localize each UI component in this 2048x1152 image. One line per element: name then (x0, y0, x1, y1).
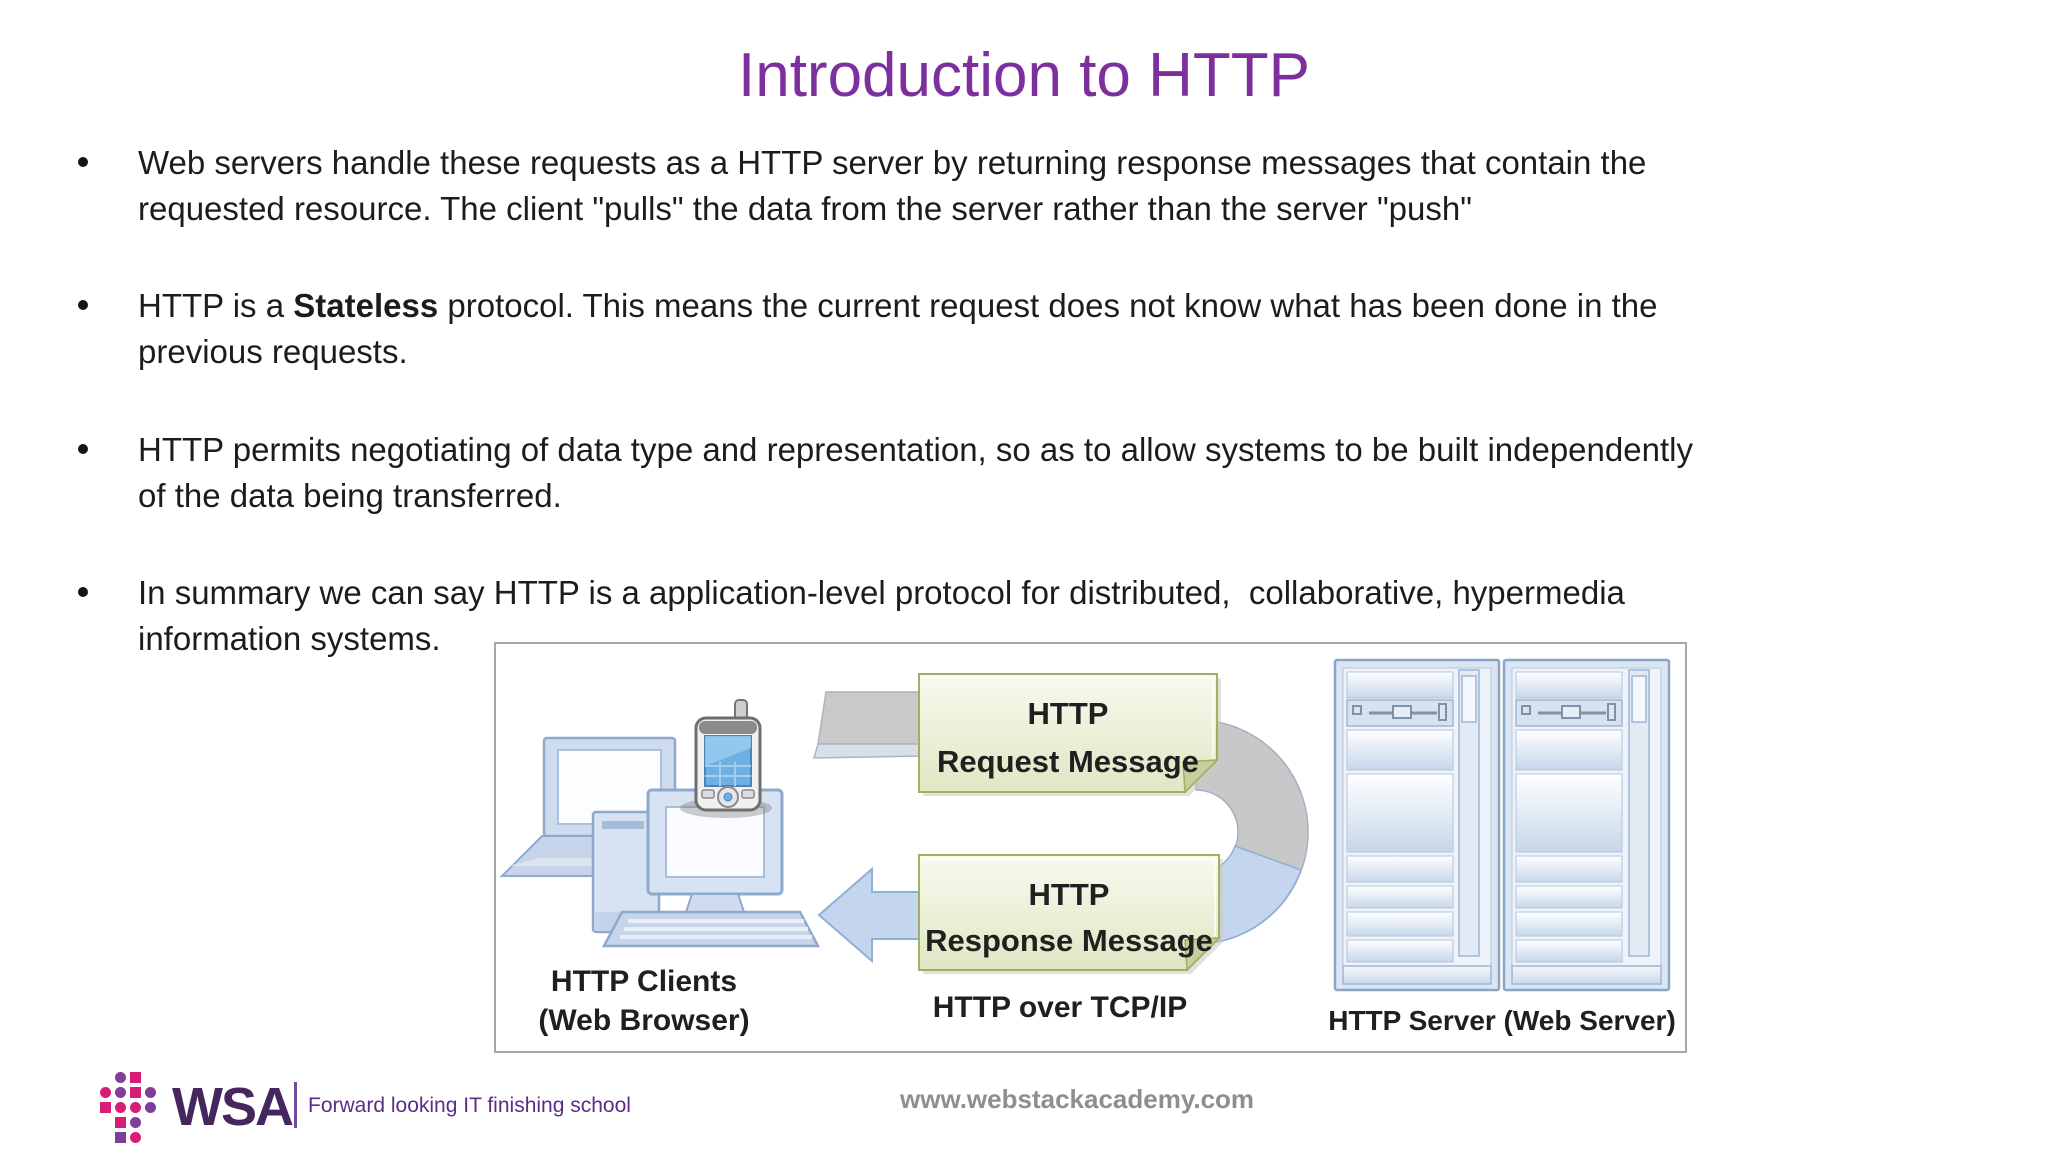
wsa-logo-dots-icon (100, 1072, 162, 1147)
client-devices-illustration (499, 699, 821, 948)
bullet-line: protocol. This means the current request… (438, 287, 1658, 324)
server-tower-2 (1502, 658, 1671, 992)
logo-dot (145, 1087, 156, 1098)
bullet-marker (78, 300, 88, 310)
logo-dot (130, 1072, 141, 1083)
slide-footer: WSA Forward looking IT finishing school … (0, 1060, 2048, 1152)
logo-dot (130, 1132, 141, 1143)
logo-dot (130, 1102, 141, 1113)
logo-divider (294, 1082, 297, 1128)
clients-label-line1: HTTP Clients (551, 965, 737, 998)
bullet-line: HTTP is a (138, 287, 294, 324)
pda-phone-icon (680, 699, 772, 818)
logo-dot (130, 1087, 141, 1098)
request-box-line1: HTTP (1028, 696, 1109, 731)
clients-label-line2: (Web Browser) (538, 1004, 749, 1037)
logo-dot (100, 1087, 111, 1098)
page-title: Introduction to HTTP (737, 41, 1311, 110)
bullet-item-1: Web servers handle these requests as a H… (78, 140, 1978, 232)
logo-tagline: Forward looking IT finishing school (308, 1094, 631, 1117)
bullet-line: information systems. (138, 620, 441, 657)
website-url: www.webstackacademy.com (900, 1084, 1255, 1114)
bullet-text: HTTP permits negotiating of data type an… (138, 427, 1978, 519)
server-tower-1 (1333, 658, 1501, 992)
bullet-item-3: HTTP permits negotiating of data type an… (78, 427, 1978, 519)
logo-dot (115, 1102, 126, 1113)
bullet-line: In summary we can say HTTP is a applicat… (138, 574, 1625, 611)
response-box-line2: Response Message (925, 923, 1213, 958)
http-request-message-box: HTTP Request Message (918, 673, 1221, 796)
bullet-text: In summary we can say HTTP is a applicat… (138, 570, 1978, 662)
bullet-line: Web servers handle these requests as a H… (138, 144, 1647, 181)
server-towers-illustration (1333, 658, 1671, 992)
bullet-line: requested resource. The client "pulls" t… (138, 190, 1472, 227)
logo-dot (115, 1072, 126, 1083)
logo-dot (115, 1087, 126, 1098)
keyboard-icon (601, 910, 821, 948)
logo-dot (100, 1102, 111, 1113)
logo-dot (115, 1117, 126, 1128)
bullet-marker (78, 157, 88, 167)
wsa-logo-text: WSA (172, 1077, 294, 1137)
bullet-text: Web servers handle these requests as a H… (138, 140, 1978, 232)
transport-label: HTTP over TCP/IP (933, 991, 1188, 1024)
bullet-item-2: HTTP is a Stateless protocol. This means… (78, 283, 1978, 375)
desktop-monitor-icon (646, 788, 784, 913)
logo-dot (130, 1117, 141, 1128)
bullet-line: previous requests. (138, 333, 408, 370)
http-response-message-box: HTTP Response Message (918, 854, 1223, 974)
bullet-line: of the data being transferred. (138, 477, 562, 514)
bullet-marker (78, 587, 88, 597)
logo-dot (115, 1132, 126, 1143)
logo-dot (145, 1102, 156, 1113)
server-label: HTTP Server (Web Server) (1328, 1005, 1676, 1036)
response-box-line1: HTTP (1029, 877, 1110, 912)
bullet-item-4: In summary we can say HTTP is a applicat… (78, 570, 1978, 662)
bullet-text: HTTP is a Stateless protocol. This means… (138, 283, 1978, 375)
bullet-bold-word: Stateless (293, 287, 439, 324)
diagram-canvas: HTTP Request Message HTTP Response Messa… (499, 658, 1676, 1037)
request-box-line2: Request Message (937, 744, 1199, 779)
bullet-marker (78, 444, 88, 454)
bullet-line: HTTP permits negotiating of data type an… (138, 431, 1693, 468)
http-architecture-diagram: HTTP Request Message HTTP Response Messa… (494, 642, 1687, 1053)
